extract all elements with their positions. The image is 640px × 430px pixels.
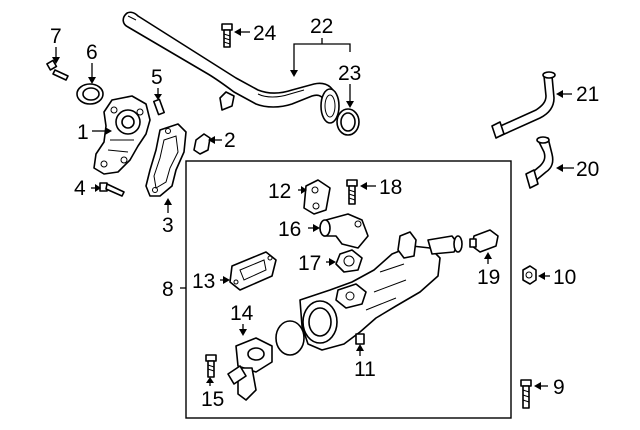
- callout-3: 3: [162, 214, 174, 237]
- callout-6: 6: [86, 41, 98, 64]
- coolant-pipe: [122, 11, 340, 124]
- callout-18: 18: [379, 176, 402, 199]
- callout-5: 5: [151, 66, 163, 89]
- dowel-pin-5: [152, 98, 166, 116]
- water-outlet-16: [319, 213, 369, 249]
- bolt-7: [46, 59, 69, 81]
- callout-15: 15: [201, 388, 224, 411]
- callout-24: 24: [253, 22, 277, 45]
- callout-8: 8: [162, 278, 174, 301]
- gasket-17: [335, 249, 363, 273]
- callout-4: 4: [74, 177, 86, 200]
- callout-21: 21: [576, 83, 599, 106]
- callout-11: 11: [354, 358, 376, 381]
- callout-14: 14: [230, 302, 254, 325]
- bolt-15: [205, 354, 217, 378]
- callout-labels: 7 6 5 1 2 4 3 24 22 23 21 20 12 18 16 17…: [50, 15, 599, 411]
- bypass-pipe-21: [491, 71, 556, 139]
- callout-23: 23: [338, 62, 361, 85]
- bolt-24: [221, 23, 233, 48]
- hose-20: [525, 136, 554, 189]
- gasket-12: [303, 179, 331, 215]
- o-ring-23: [336, 108, 360, 136]
- callout-9: 9: [553, 376, 565, 399]
- callout-1: 1: [77, 121, 89, 144]
- callout-13: 13: [192, 270, 215, 293]
- callout-22: 22: [310, 15, 333, 38]
- nut-10: [522, 265, 537, 285]
- thermostat-housing-11: [299, 231, 463, 351]
- callout-16: 16: [278, 218, 301, 241]
- callout-10: 10: [553, 266, 576, 289]
- water-pump: [93, 95, 151, 175]
- callout-17: 17: [298, 252, 321, 275]
- callout-20: 20: [576, 158, 599, 181]
- o-ring: [275, 320, 305, 356]
- clip-2: [193, 133, 211, 155]
- temp-sensor-19: [469, 229, 499, 253]
- bolt-4: [99, 182, 125, 197]
- assembly-frame: [185, 160, 512, 419]
- callout-19: 19: [477, 266, 500, 289]
- thermostat-14: [227, 337, 273, 401]
- leader-lines: [52, 28, 574, 390]
- callout-7: 7: [50, 25, 62, 48]
- seal-6: [76, 83, 104, 105]
- callout-2: 2: [224, 129, 236, 152]
- callout-12: 12: [268, 180, 291, 203]
- bolt-18: [346, 179, 358, 205]
- gasket-13: [229, 251, 277, 291]
- pump-gasket-3: [145, 123, 187, 197]
- bolt-9: [520, 379, 532, 409]
